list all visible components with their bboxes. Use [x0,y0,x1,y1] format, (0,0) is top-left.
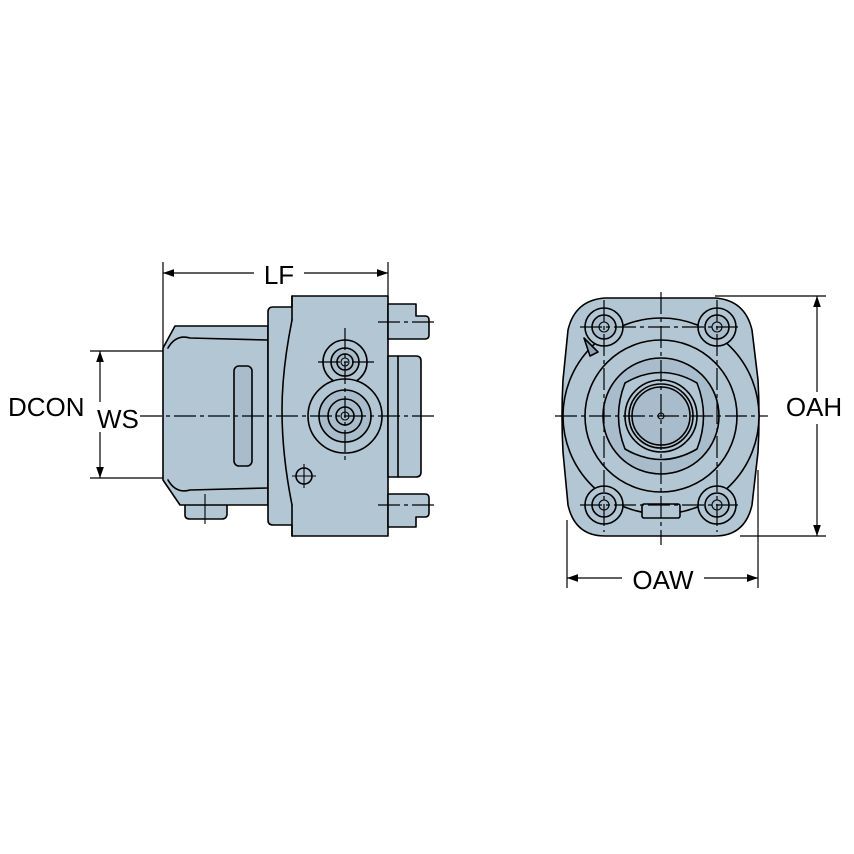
oah-label: OAH [786,392,842,422]
side-bottom-pin [387,493,430,528]
dcon-label: DCON [8,392,85,422]
side-view [90,262,438,537]
side-shank-contour [167,336,269,349]
front-view [555,292,826,588]
side-top-pin [387,303,430,340]
oaw-label: OAW [632,565,694,595]
ws-label: WS [97,404,139,434]
lf-label: LF [264,260,294,290]
